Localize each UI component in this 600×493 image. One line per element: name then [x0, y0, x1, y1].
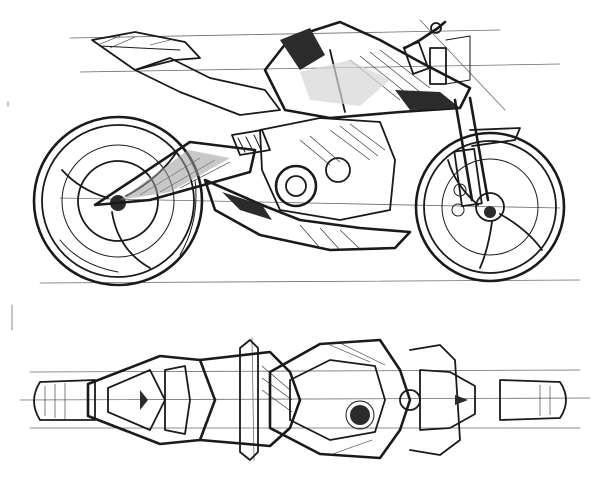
tail-section	[91, 31, 281, 116]
engine	[231, 117, 396, 221]
top-tail	[86, 354, 217, 446]
handlebar	[402, 20, 471, 85]
top-rear-tire	[33, 379, 96, 421]
top-fuel-tank	[268, 338, 412, 460]
top-frame	[198, 339, 302, 461]
top-front-tire	[499, 379, 567, 421]
swingarm	[93, 140, 257, 207]
top-handlebar	[399, 344, 476, 456]
belly-pan	[203, 178, 412, 252]
top-construction-lines	[19, 337, 591, 461]
front-fork	[453, 96, 521, 208]
rear-wheel	[32, 115, 204, 287]
page-marks	[7, 101, 13, 331]
top-view	[19, 337, 591, 461]
side-view	[32, 19, 581, 287]
fuel-tank	[263, 20, 472, 120]
front-wheel	[414, 131, 566, 283]
